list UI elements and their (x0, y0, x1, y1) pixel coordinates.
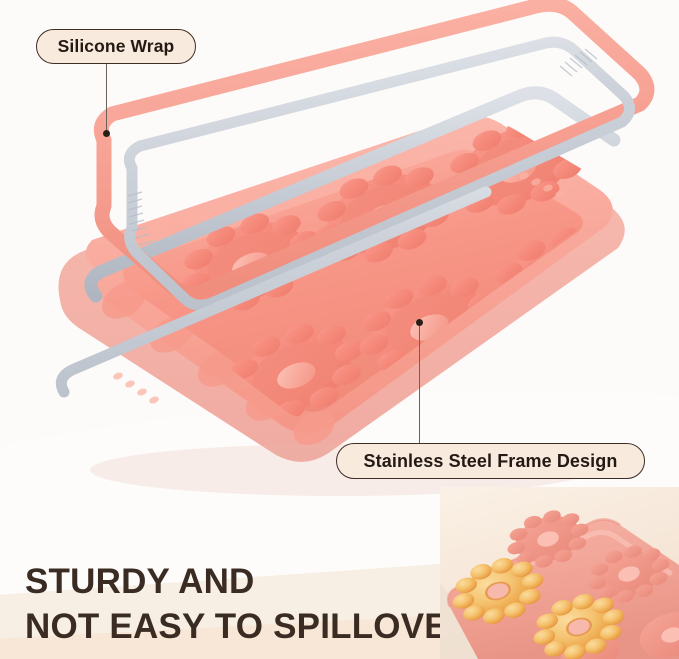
stainless-steel-lower-rail (55, 186, 492, 398)
inset-baked-cake (533, 593, 625, 659)
inset-empty-cavity (507, 510, 589, 568)
frame-grip-ridges-right (559, 48, 598, 77)
inset-empty-cavity (639, 612, 679, 658)
leader-dot-steel-frame (416, 319, 423, 326)
silicone-wrap-frame (93, 0, 655, 301)
frame-grip-ridges (127, 191, 154, 246)
headline-line-2: NOT EASY TO SPILLOVER (25, 607, 474, 646)
inset-baked-cakes-photo (440, 487, 679, 659)
tray-scallops (101, 281, 335, 446)
inset-empty-cavity (588, 545, 670, 603)
product-illustration (55, 0, 655, 496)
leader-line-steel-frame (419, 323, 421, 444)
callout-silicone-wrap: Silicone Wrap (36, 29, 196, 64)
stainless-steel-frame-front (123, 36, 635, 311)
headline-line-1: STURDY AND (25, 562, 255, 601)
leader-dot-silicone-wrap (103, 130, 110, 137)
leader-line-silicone-wrap (106, 64, 108, 134)
inset-baked-cake (452, 557, 544, 625)
callout-stainless-steel-frame: Stainless Steel Frame Design (336, 443, 645, 479)
stainless-steel-frame-rear (84, 86, 621, 303)
headline: STURDY AND NOT EASY TO SPILLOVER (25, 559, 473, 649)
